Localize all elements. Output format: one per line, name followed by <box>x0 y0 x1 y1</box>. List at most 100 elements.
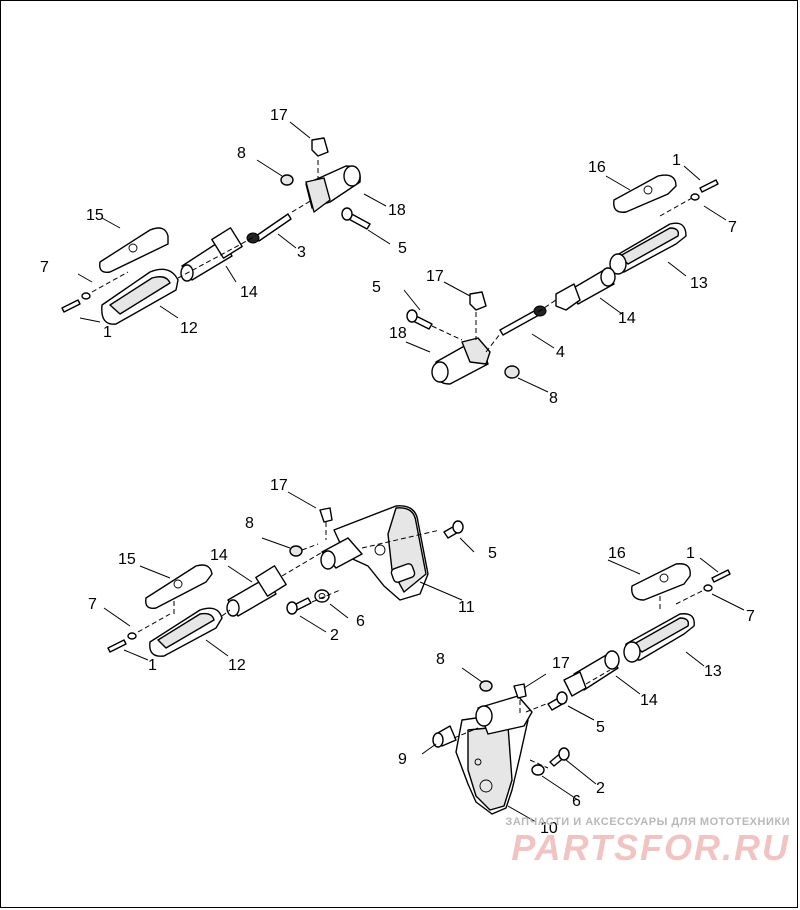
footpeg-pad-13d <box>633 617 690 653</box>
nut-8b <box>504 365 520 379</box>
washer-7b <box>690 193 700 201</box>
watermark-logo: PARTSFOR.RU <box>511 827 790 868</box>
callout-13: 13 <box>690 275 708 292</box>
bracket-10-face <box>467 725 513 811</box>
bolt-2-head <box>558 747 570 761</box>
callout-14: 14 <box>640 692 658 709</box>
callout-6: 6 <box>572 793 581 810</box>
axis-line <box>453 589 705 769</box>
cover-screw-hole <box>128 243 138 253</box>
pin-clevis <box>563 671 587 697</box>
group-c-assembly: 15 14 8 17 5 11 6 2 12 1 7 <box>88 477 497 674</box>
callout-7: 7 <box>88 596 97 613</box>
callout-15: 15 <box>118 551 136 568</box>
cover-screw-hole <box>659 573 669 583</box>
callout-8: 8 <box>237 145 246 162</box>
clip-17 <box>311 137 329 157</box>
axis-line <box>431 197 693 353</box>
nut-8d <box>479 680 493 692</box>
bolt-5-head <box>406 309 418 323</box>
bracket-10-boss <box>477 695 533 735</box>
clip-17d <box>513 683 527 699</box>
leader-lines <box>403 165 727 393</box>
callout-17: 17 <box>426 268 444 285</box>
group-b-assembly: 16 1 7 13 14 4 8 18 5 17 <box>372 152 737 407</box>
callout-3: 3 <box>297 244 306 261</box>
watermark-tagline: ЗАПЧАСТИ И АКСЕССУАРЫ ДЛЯ МОТОТЕХНИКИ <box>505 816 790 828</box>
callout-5: 5 <box>596 719 605 736</box>
mount-clevis-18 <box>305 177 331 213</box>
footpeg-cover-16 <box>613 174 677 213</box>
callout-18: 18 <box>389 325 407 342</box>
callout-14: 14 <box>618 310 636 327</box>
clip-17b <box>469 291 487 311</box>
bracket-slot <box>390 563 416 583</box>
callout-1: 1 <box>686 545 695 562</box>
bolt-5-head <box>452 520 464 534</box>
callout-12: 12 <box>228 657 246 674</box>
callout-14: 14 <box>240 284 258 301</box>
callout-18: 18 <box>388 202 406 219</box>
washer-6-hole <box>318 593 326 599</box>
callout-11: 11 <box>458 599 475 616</box>
callout-8: 8 <box>245 515 254 532</box>
nut-8 <box>280 174 294 186</box>
pin-clevis <box>211 227 243 259</box>
callout-17: 17 <box>552 655 570 672</box>
group-a-assembly: 1 7 15 12 14 3 5 18 8 17 <box>40 107 407 341</box>
bracket-hole-small <box>474 758 482 766</box>
pin-end <box>600 267 616 287</box>
washer-6d <box>531 764 545 776</box>
screw-1c <box>107 639 127 653</box>
sleeve-end <box>432 732 444 748</box>
footpeg-pad-12 <box>109 276 171 315</box>
callout-17: 17 <box>270 477 288 494</box>
mount-tube-end <box>431 361 449 383</box>
callout-1: 1 <box>148 657 157 674</box>
callout-4: 4 <box>556 344 565 361</box>
callout-2: 2 <box>596 780 605 797</box>
nut-8c <box>289 545 303 557</box>
pin-clevis <box>255 565 287 597</box>
callout-9: 9 <box>398 751 407 768</box>
group-d-assembly: 8 17 5 2 6 10 9 14 13 7 1 16 <box>398 545 755 837</box>
callout-12: 12 <box>180 320 198 337</box>
leader-lines <box>103 491 475 661</box>
pin-end <box>604 650 620 670</box>
bolt-5-head <box>556 691 568 705</box>
callout-1: 1 <box>103 324 112 341</box>
footpeg-cover-15c <box>145 564 213 609</box>
screw-1 <box>61 299 81 313</box>
callout-5: 5 <box>488 545 497 562</box>
callout-5: 5 <box>372 279 381 296</box>
callout-6: 6 <box>356 613 365 630</box>
footpeg-cover-16d <box>631 563 691 601</box>
boss-end <box>320 550 336 570</box>
mount-tube-end <box>343 165 361 187</box>
callout-8: 8 <box>549 390 558 407</box>
screw-1d <box>711 569 731 583</box>
callout-14: 14 <box>210 547 228 564</box>
callout-16: 16 <box>588 159 606 176</box>
footpeg-13d-end <box>623 641 641 663</box>
callout-7: 7 <box>728 219 737 236</box>
boss-end <box>475 705 493 727</box>
pin-end <box>226 599 240 617</box>
cover-screw-hole <box>643 185 653 195</box>
watermark: ЗАПЧАСТИ И АКСЕССУАРЫ ДЛЯ МОТОТЕХНИКИ PA… <box>490 816 790 868</box>
footpeg-pad-13 <box>619 227 680 265</box>
leader-lines <box>77 121 391 323</box>
callout-2: 2 <box>330 627 339 644</box>
screw-1b <box>699 179 719 193</box>
callout-5: 5 <box>398 240 407 257</box>
bolt-2-head <box>286 601 298 615</box>
footpeg-13-end <box>609 253 627 275</box>
washer-7d <box>703 584 713 592</box>
bracket-hole <box>374 544 386 556</box>
washer-6 <box>314 589 330 603</box>
callout-7: 7 <box>40 259 49 276</box>
callout-7: 7 <box>746 608 755 625</box>
bracket-hole <box>479 779 493 793</box>
footpeg-cover-15 <box>99 227 169 273</box>
